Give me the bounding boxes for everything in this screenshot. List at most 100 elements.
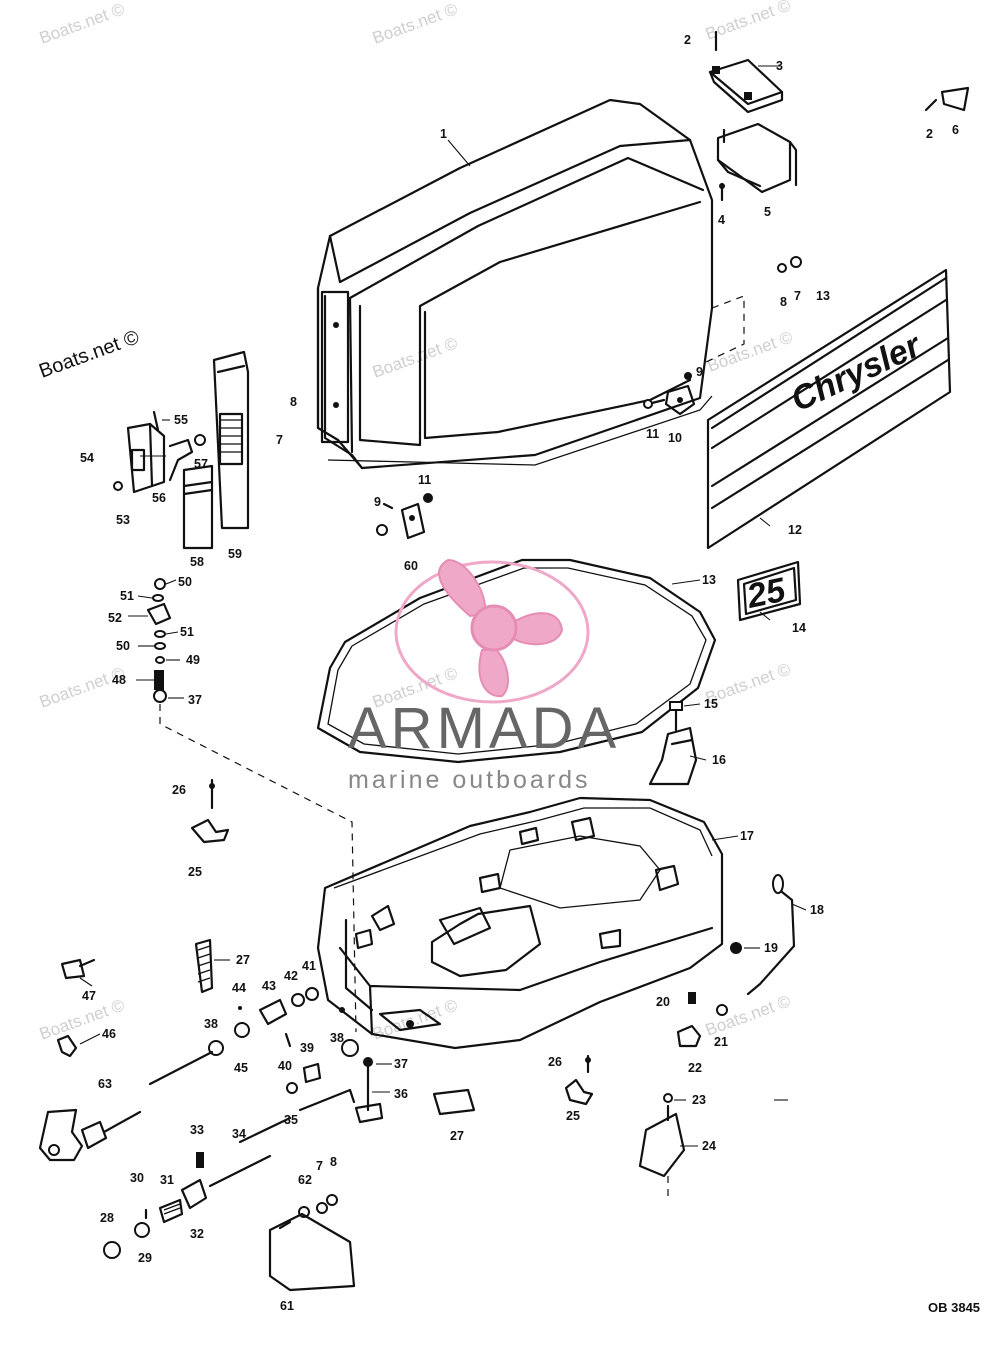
callout: 5 — [764, 205, 771, 219]
callout: 15 — [704, 697, 718, 711]
callout: 32 — [190, 1227, 204, 1241]
callout: 17 — [740, 829, 754, 843]
watermark-layer: Boats.net © Boats.net © Boats.net © Boat… — [36, 0, 795, 1044]
part-20-24-group — [638, 992, 728, 1200]
callout: 10 — [668, 431, 682, 445]
leader-lines — [79, 65, 807, 1147]
callout: 21 — [714, 1035, 728, 1049]
callout: 26 — [172, 783, 186, 797]
callout: 47 — [82, 989, 96, 1003]
watermark: Boats.net © — [370, 0, 461, 48]
callout: 2 — [926, 127, 933, 141]
callout: 61 — [280, 1299, 294, 1313]
callout: 9 — [374, 495, 381, 509]
callout: 58 — [190, 555, 204, 569]
part-6-clip — [924, 86, 970, 112]
callout: 37 — [188, 693, 202, 707]
part-3-bracket — [708, 30, 784, 114]
callout: 55 — [174, 413, 188, 427]
callout: 25 — [188, 865, 202, 879]
callout: 11 — [646, 427, 659, 441]
watermark: Boats.net © — [703, 991, 794, 1039]
part-14-badge: 25 — [736, 560, 802, 622]
brand-logo: ARMADA marine outboards — [348, 558, 620, 794]
callout: 7 — [276, 433, 283, 447]
callout: 59 — [228, 547, 242, 561]
callout: 18 — [810, 903, 824, 917]
callout: 8 — [330, 1155, 337, 1169]
callout: 53 — [116, 513, 130, 527]
callout: 3 — [776, 59, 783, 73]
watermark: Boats.net © — [705, 327, 796, 375]
callout: 22 — [688, 1061, 702, 1075]
part-63-throttle — [38, 1050, 214, 1162]
engine-cover — [316, 98, 714, 470]
callout: 13 — [702, 573, 716, 587]
callout-labels: 1 2 3 2 6 4 5 7 8 13 8 7 9 11 10 12 55 5… — [80, 33, 959, 1313]
callout: 33 — [190, 1123, 204, 1137]
callout: 62 — [298, 1173, 312, 1187]
callout: 35 — [284, 1113, 298, 1127]
callout: 2 — [684, 33, 691, 47]
callout: 9 — [696, 365, 703, 379]
diagram-reference: OB 3845 — [928, 1300, 980, 1315]
callout: 4 — [718, 213, 725, 227]
callout: 14 — [792, 621, 806, 635]
callout: 8 — [290, 395, 297, 409]
callout: 20 — [656, 995, 670, 1009]
part-10-bracket — [643, 372, 696, 416]
callout: 28 — [100, 1211, 114, 1225]
part-58-plate — [182, 464, 214, 550]
part-27-boot — [194, 938, 214, 994]
callout: 12 — [788, 523, 802, 537]
callout: 27 — [236, 953, 250, 967]
part-12-decal: Chrysler — [706, 268, 952, 550]
callout: 54 — [80, 451, 94, 465]
part-25-clip-left — [190, 778, 230, 844]
watermark: Boats.net © — [37, 0, 128, 48]
decal-label: Chrysler — [785, 326, 928, 419]
callout: 26 — [548, 1055, 562, 1069]
part-46-clamp — [56, 1034, 78, 1058]
part-13-seal — [316, 558, 717, 764]
callout: 46 — [102, 1027, 116, 1041]
callout: 49 — [186, 653, 200, 667]
callout: 13 — [816, 289, 830, 303]
callout: 51 — [120, 589, 134, 603]
callout: 7 — [794, 289, 801, 303]
part-17-lower-pan — [316, 796, 724, 1050]
callout: 38 — [330, 1031, 344, 1045]
callout: 31 — [160, 1173, 174, 1187]
part-47-fitting — [60, 958, 96, 980]
callout: 63 — [98, 1077, 112, 1091]
callout: 39 — [300, 1041, 314, 1055]
part-54-latch — [126, 410, 166, 494]
part-59-panel — [212, 350, 250, 530]
callout: 50 — [178, 575, 192, 589]
callout: 8 — [780, 295, 787, 309]
callout: 36 — [394, 1087, 408, 1101]
callout: 7 — [316, 1159, 323, 1173]
part-35-36-linkage — [238, 1057, 384, 1144]
callout: 56 — [152, 491, 166, 505]
callout: 60 — [404, 559, 418, 573]
brand-subtitle: marine outboards — [348, 766, 591, 794]
part-41-45-group — [208, 987, 359, 1084]
watermark-dark: Boats.net © — [36, 326, 142, 383]
callout: 37 — [394, 1057, 408, 1071]
callout: 27 — [450, 1129, 464, 1143]
brand-title: ARMADA — [348, 696, 620, 761]
callout: 44 — [232, 981, 246, 995]
callout: 50 — [116, 639, 130, 653]
part-5-bracket — [716, 122, 798, 202]
part-18-rod — [746, 874, 796, 996]
part-28-34-group — [103, 1152, 338, 1259]
callout: 40 — [278, 1059, 292, 1073]
callout: 43 — [262, 979, 276, 993]
callout: 30 — [130, 1171, 144, 1185]
callout: 52 — [108, 611, 122, 625]
callout: 41 — [302, 959, 316, 973]
callout: 29 — [138, 1251, 152, 1265]
callout: 25 — [566, 1109, 580, 1123]
